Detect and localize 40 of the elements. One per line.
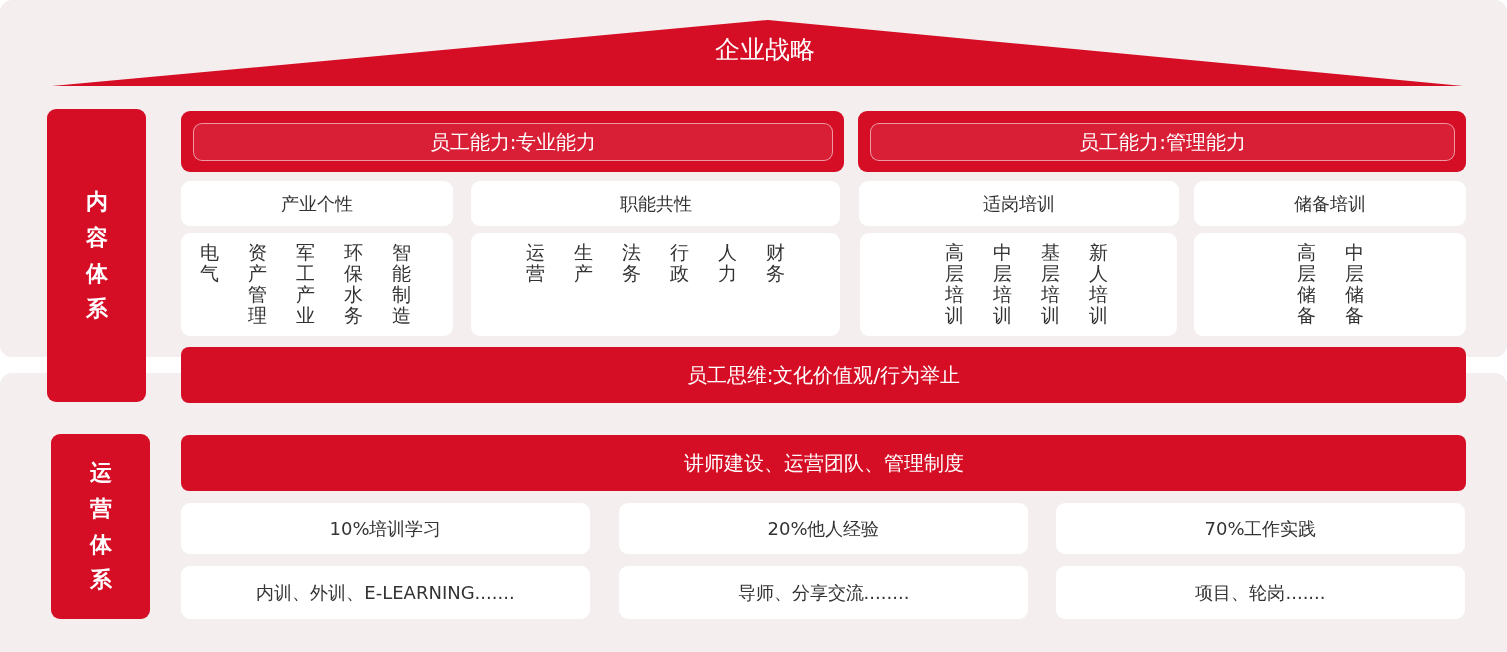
banner-text: 讲师建设、运营团队、管理制度 — [683, 450, 964, 476]
vertical-item-text: 资产管理 — [247, 242, 267, 326]
vertical-item-text: 运营 — [526, 242, 545, 284]
subheader-text: 产业个性 — [281, 191, 353, 216]
vertical-item-text: 中层培训 — [993, 242, 1012, 326]
content-text: 导师、分享交流........ — [737, 580, 910, 605]
category-label: 运营体系 — [89, 459, 112, 595]
vertical-item-text: 高层培训 — [945, 242, 964, 326]
content-text: 20%他人经验 — [767, 516, 880, 541]
vertical-item-text: 财务 — [766, 242, 785, 284]
header-title: 员工能力:管理能力 — [1079, 129, 1246, 155]
vertical-item-text: 行政 — [670, 242, 689, 284]
vertical-item-text: 电气 — [199, 242, 219, 284]
category-label: 内容体系 — [85, 188, 108, 324]
banner-bar — [181, 435, 1466, 491]
header-bar — [858, 111, 1466, 172]
vertical-item-text: 人力 — [718, 242, 737, 284]
content-text: 70%工作实践 — [1204, 516, 1317, 541]
header-title: 员工能力:专业能力 — [429, 129, 597, 155]
category-label-box — [51, 434, 150, 619]
subheader-text: 储备培训 — [1294, 191, 1366, 216]
banner-text: 员工思维:文化价值观/行为举止 — [686, 362, 961, 388]
subheader-text: 职能共性 — [619, 191, 692, 216]
content-text: 项目、轮岗....... — [1195, 580, 1326, 605]
banner-bar — [181, 347, 1466, 403]
roof-title: 企业战略 — [715, 34, 815, 66]
vertical-item-text: 法务 — [622, 242, 641, 284]
content-text: 10%培训学习 — [329, 516, 442, 541]
vertical-item-text: 基层培训 — [1041, 242, 1060, 326]
vertical-item-text: 高层储备 — [1296, 242, 1316, 326]
vertical-item-text: 环保水务 — [343, 242, 363, 326]
subheader-text: 适岗培训 — [983, 191, 1055, 216]
vertical-item-text: 中层储备 — [1344, 242, 1364, 326]
header-bar — [181, 111, 844, 172]
content-text: 内训、外训、E-LEARNING....... — [256, 580, 515, 605]
vertical-item-text: 军工产业 — [295, 242, 315, 326]
vertical-item-text: 生产 — [574, 242, 593, 284]
category-label-box — [47, 109, 146, 402]
vertical-item-text: 新人培训 — [1089, 242, 1108, 326]
vertical-item-text: 智能制造 — [391, 242, 411, 326]
